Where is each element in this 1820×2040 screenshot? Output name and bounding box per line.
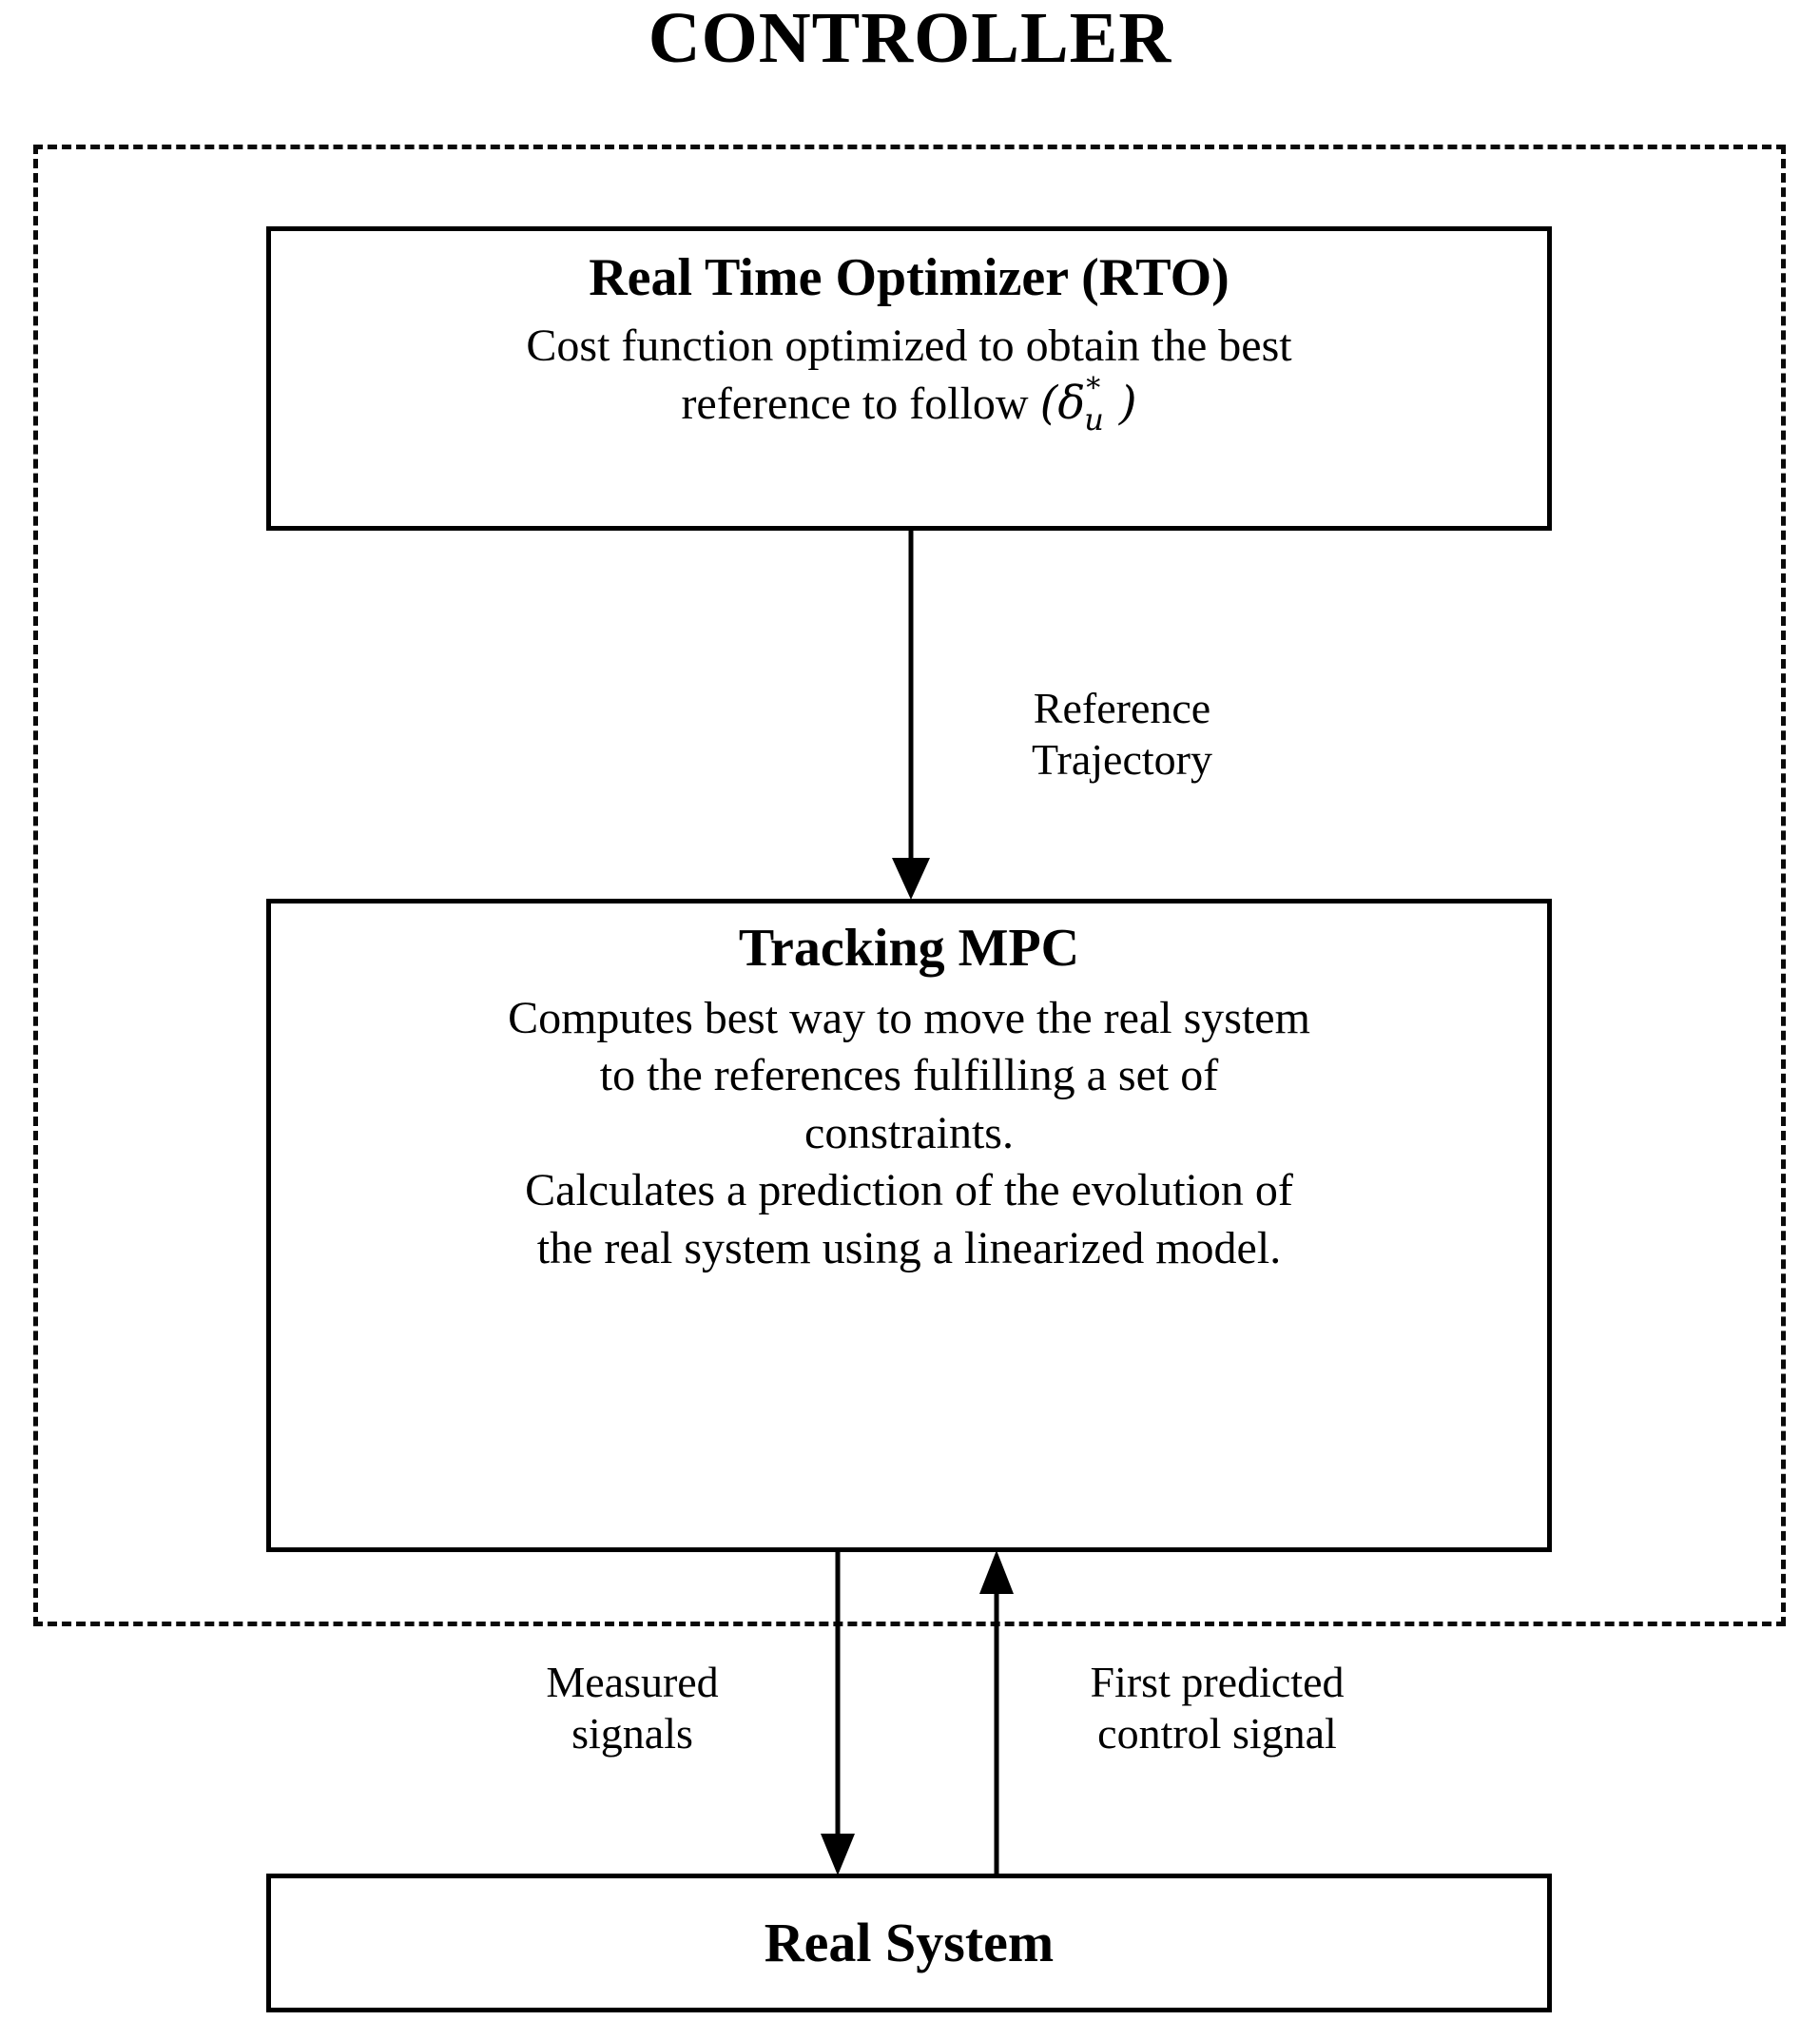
block-real-system[interactable]: Real System [266,1874,1552,2012]
arrow-rto-to-mpc [884,529,938,902]
controller-boundary [33,145,1786,1626]
mpc-body-line-1: Computes best way to move the real syste… [508,992,1310,1043]
rto-body-line-2-text: reference to follow [681,379,1029,430]
rto-body-line-1: Cost function optimized to obtain the be… [526,320,1292,371]
star-superscript: * [1086,372,1101,406]
mpc-body-line-2: to the references fulfilling a set of [599,1050,1219,1101]
real-system-title: Real System [764,1911,1055,1973]
page-title: CONTROLLER [648,0,1172,78]
block-real-time-optimizer[interactable]: Real Time Optimizer (RTO) Cost function … [266,226,1552,531]
mpc-title: Tracking MPC [738,919,1080,978]
label-measured-signals: Measured signals [546,1658,719,1758]
rto-body-line-2: reference to follow (δ*u) [296,372,1522,437]
label-reference-trajectory: Reference Trajectory [1032,684,1212,785]
block-tracking-mpc[interactable]: Tracking MPC Computes best way to move t… [266,899,1552,1552]
close-paren: ) [1118,377,1137,431]
mpc-body-line-4: Calculates a prediction of the evolution… [525,1165,1293,1216]
mpc-body-line-5: the real system using a linearized model… [536,1222,1282,1273]
delta-glyph: δ [1057,377,1086,431]
open-paren: ( [1039,377,1058,431]
delta-u-star-symbol: (δ*u) [1039,372,1137,437]
rto-title: Real Time Optimizer (RTO) [589,248,1229,307]
arrow-real-system-to-mpc [970,1550,1023,1877]
u-subscript: u [1084,401,1104,438]
arrow-mpc-to-real-system [811,1550,864,1877]
mpc-body-line-3: constraints. [804,1107,1014,1158]
label-first-predicted-control-signal: First predicted control signal [1090,1658,1345,1758]
